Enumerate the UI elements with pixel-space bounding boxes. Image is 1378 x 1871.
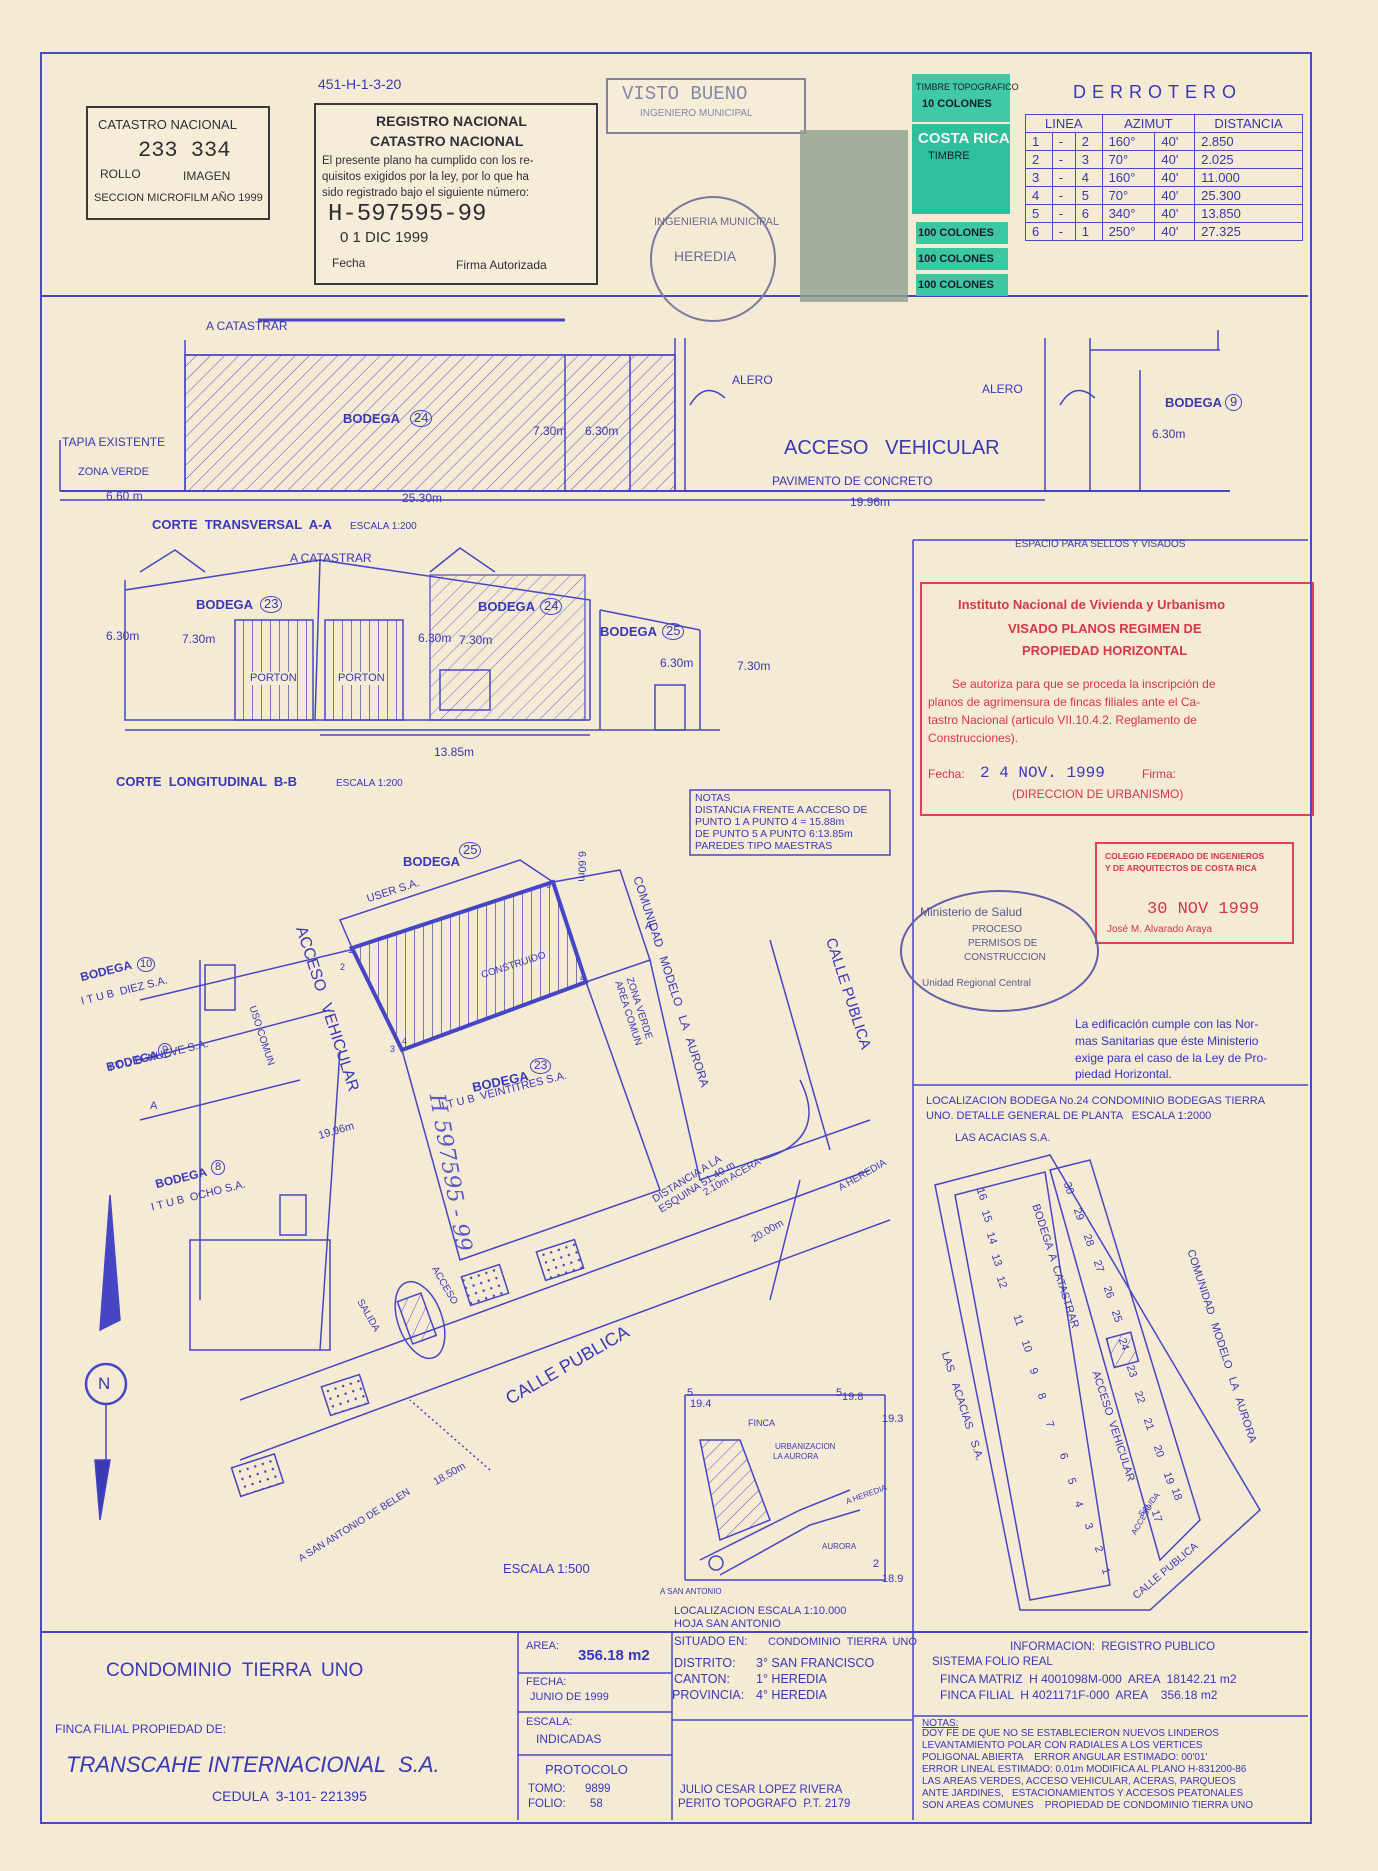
stamp-image: [800, 130, 908, 302]
catastro-stamp: CATASTRO NACIONAL 233 334 ROLLO IMAGEN S…: [86, 106, 270, 220]
label-a-catastrar: A CATASTRAR: [206, 319, 288, 333]
title-corte-transversal: CORTE TRANSVERSAL A-A: [152, 517, 332, 532]
porton-2: [324, 619, 404, 721]
condominio-name: CONDOMINIO TIERRA UNO: [106, 1660, 364, 1681]
seal-ingenieria-municipal: INGENIERIA MUNICIPAL HEREDIA: [650, 196, 779, 322]
timbres-fiscales: TIMBRE TOPOGRAFICO 10 COLONES COSTA RICA…: [800, 70, 1019, 306]
label-bodega-24: BODEGA: [343, 411, 401, 426]
plan-code: 451-H-1-3-20: [318, 76, 402, 92]
ministerio-salud-seal: Ministerio de Salud PROCESO PERMISOS DE …: [900, 890, 1099, 1012]
title-corte-longitudinal: CORTE LONGITUDINAL B-B: [116, 774, 298, 789]
label-acceso-vehicular: ACCESO VEHICULAR: [784, 437, 1000, 459]
visto-bueno-stamp: VISTO BUENO INGENIERO MUNICIPAL: [606, 78, 806, 134]
sheet-border: [40, 52, 1312, 1824]
timbre-topografico: [912, 74, 1010, 122]
north-arrow-icon: [84, 1362, 128, 1406]
porton-1: [234, 619, 314, 721]
invu-stamp: Instituto Nacional de Vivienda y Urbanis…: [920, 582, 1314, 816]
registro-nacional-stamp: REGISTRO NACIONAL CATASTRO NACIONAL El p…: [314, 103, 598, 285]
cfia-stamp: COLEGIO FEDERADO DE INGENIEROS Y DE ARQU…: [1095, 842, 1294, 944]
owner-name: TRANSCAHE INTERNACIONAL S.A.: [66, 1752, 440, 1777]
